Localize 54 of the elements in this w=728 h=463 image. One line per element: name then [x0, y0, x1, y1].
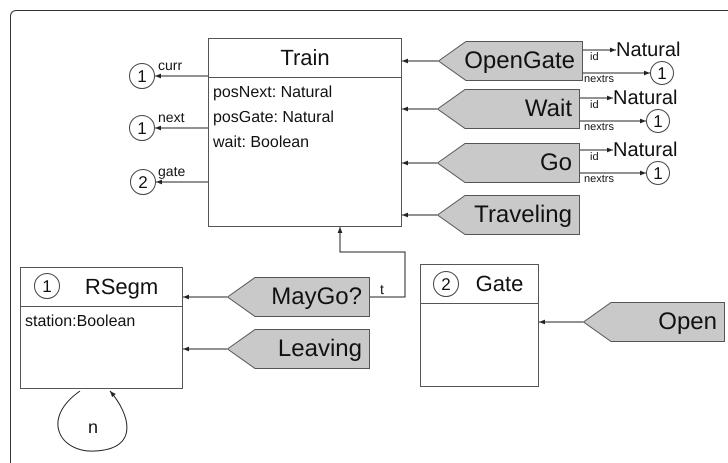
arrow [402, 160, 438, 166]
attribute-text: posGate: Natural [213, 108, 335, 128]
arrow [182, 294, 228, 300]
event-pentagon [437, 195, 580, 235]
attribute-text: wait: Boolean [213, 133, 310, 153]
arrow [402, 212, 438, 218]
edge-label: id [590, 152, 599, 163]
arrow [154, 126, 208, 130]
class-box [208, 38, 402, 227]
arrow [402, 58, 438, 64]
type-label: Natural [613, 87, 689, 109]
arrow [580, 148, 614, 152]
arrow [338, 226, 406, 298]
arrow [156, 180, 208, 184]
event-pentagon [227, 277, 370, 317]
event-name: Open [658, 310, 717, 334]
class-box [20, 267, 183, 389]
arrow [580, 118, 646, 124]
edge-label: gate [158, 164, 186, 178]
event-name: Traveling [474, 203, 572, 227]
edge-label: nextrs [584, 122, 614, 133]
arrow [582, 70, 650, 76]
event-pentagon [438, 41, 583, 81]
arrow [580, 96, 614, 100]
type-label: Natural [613, 139, 689, 161]
arrow [538, 320, 584, 324]
arrow [58, 390, 128, 452]
edge-label: next [158, 110, 184, 124]
event-name: MayGo? [271, 285, 362, 309]
event-name: OpenGate [464, 49, 575, 73]
class-box [420, 264, 539, 387]
attribute-text: station:Boolean [25, 312, 136, 332]
type-label: Natural [616, 38, 692, 62]
arrow [402, 106, 438, 112]
edge-label: t [380, 282, 384, 296]
class-name: Gate [476, 273, 524, 295]
edge-label: nextrs [584, 174, 614, 185]
event-pentagon [583, 302, 725, 342]
event-name: Go [540, 151, 572, 175]
arrow [182, 346, 228, 352]
edge-label: id [590, 100, 599, 111]
arrow [580, 170, 646, 176]
class-name: RSegm [84, 276, 158, 298]
edge-label: id [590, 52, 599, 63]
class-name: Train [280, 47, 330, 69]
event-pentagon [437, 143, 580, 183]
event-name: Leaving [278, 337, 362, 361]
arrow [154, 74, 208, 78]
event-pentagon [227, 329, 370, 369]
event-name: Wait [524, 97, 572, 121]
event-pentagon [437, 89, 580, 129]
edge-label: nextrs [584, 74, 614, 85]
attribute-text: posNext: Natural [213, 83, 334, 103]
arrow [582, 48, 616, 52]
